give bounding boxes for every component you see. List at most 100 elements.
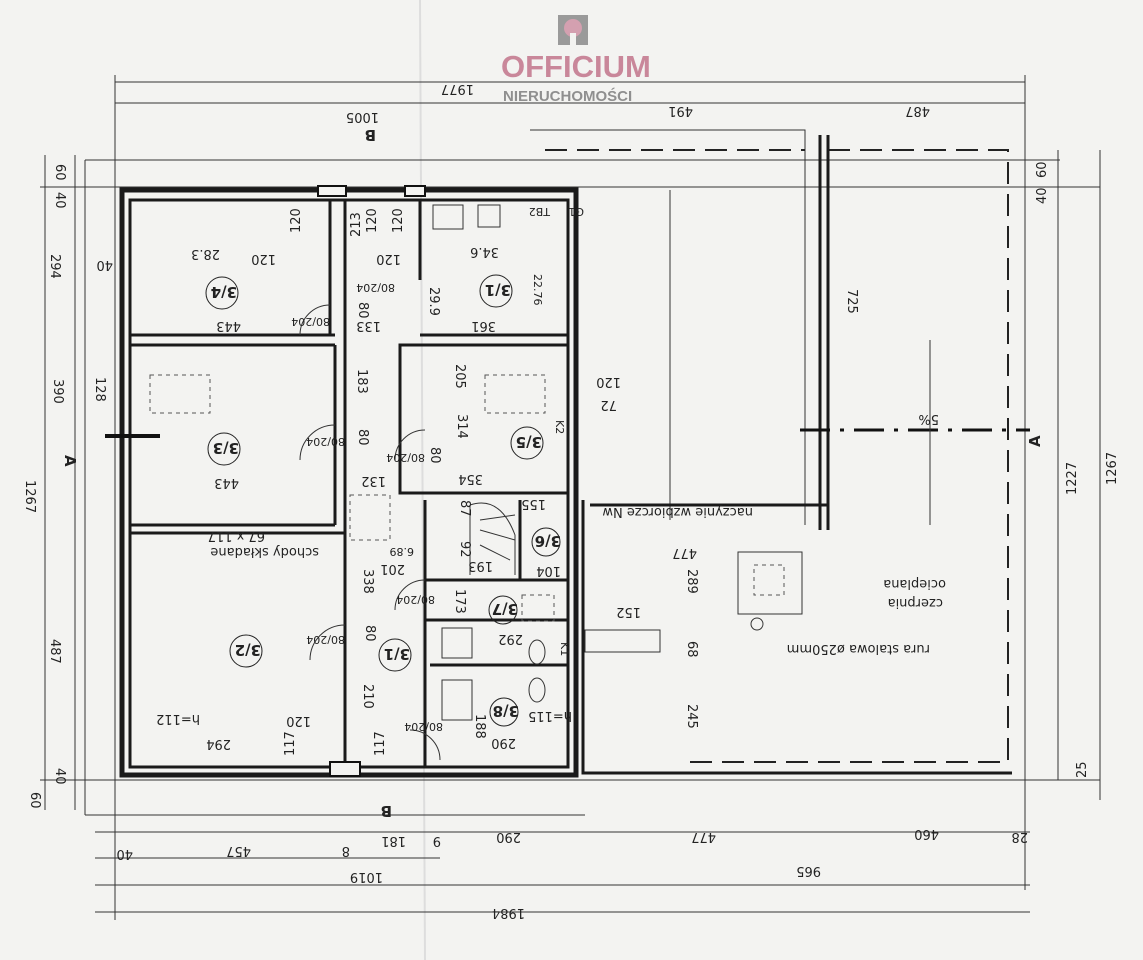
- dim-bottom-477: 477: [691, 829, 716, 844]
- logo-name: OFFICIUM: [501, 49, 651, 84]
- skylight-icon: [521, 594, 555, 622]
- dim-117: 117: [283, 731, 298, 756]
- note-stairs-height: 6.89: [390, 545, 415, 558]
- dim-bottom-8: 8: [342, 843, 350, 858]
- note-height-115: h=115: [528, 708, 572, 723]
- dim-40: 40: [96, 257, 113, 272]
- dim-top-right: 487: [905, 103, 930, 118]
- dim-left-60-top: 60: [52, 164, 67, 181]
- dim-80: 80: [362, 625, 377, 642]
- door-label: 80/204: [306, 633, 345, 646]
- dim-left-40-top: 40: [52, 192, 67, 209]
- door-label: 80/204: [356, 281, 395, 294]
- dim-left-1267: 1267: [22, 480, 37, 513]
- dim-top-left: 1005: [346, 109, 379, 124]
- bathtub-icon: [441, 679, 473, 721]
- note-g1: G1: [568, 205, 584, 218]
- note-height-112: h=112: [156, 711, 200, 726]
- note-air-intake: czerpnia: [888, 595, 943, 610]
- note-slope: 5%: [918, 411, 939, 426]
- door-swings: [299, 304, 441, 761]
- room-label-3-1-lower: 3/1: [384, 645, 410, 663]
- area-22-76: 22.76: [531, 274, 544, 306]
- area-labels: 28.3 34.6 29.9 22.76: [191, 244, 544, 316]
- dim-173: 173: [452, 589, 467, 614]
- dim-152: 152: [616, 604, 641, 619]
- dim-120: 120: [376, 251, 401, 266]
- room-label-3-5: 3/5: [516, 433, 542, 451]
- dim-120: 120: [596, 374, 621, 389]
- section-b-top: B: [365, 126, 376, 144]
- dim-bottom-1984: 1984: [492, 905, 525, 920]
- area-29-9: 29.9: [426, 287, 441, 316]
- dim-bottom-181: 181: [381, 833, 406, 848]
- dim-132: 132: [361, 473, 386, 488]
- door-label: 80/204: [291, 315, 330, 328]
- skylight-icon: [149, 374, 211, 414]
- dim-87: 87: [457, 500, 472, 517]
- stove-icon: [432, 204, 464, 230]
- notes: schody składane 67 x 117 6.89 naczynie w…: [156, 205, 946, 726]
- dim-183: 183: [354, 369, 369, 394]
- dim-338: 338: [360, 569, 375, 594]
- section-markers: A A B B: [61, 126, 1044, 820]
- dim-80: 80: [355, 429, 370, 446]
- note-k1: K1: [558, 642, 571, 656]
- dim-205: 205: [452, 364, 467, 389]
- logo-subtitle: NIERUCHOMOŚCI: [503, 87, 632, 105]
- dim-bottom-40: 40: [116, 846, 133, 861]
- room-label-3-7: 3/7: [492, 600, 518, 618]
- dim-120: 120: [286, 713, 311, 728]
- officium-logo: OFFICIUM NIERUCHOMOŚCI: [501, 15, 651, 105]
- dimension-labels: 1977 1005 491 487 60 40 294 390 1267 487…: [22, 81, 1120, 920]
- dim-bottom-1019: 1019: [350, 869, 383, 884]
- toilet-icon: [528, 639, 546, 665]
- door-label: 80/204: [404, 720, 443, 733]
- note-expansion-tank: naczynie wzbiorcze Nw: [602, 504, 753, 519]
- dim-bottom-965: 965: [796, 863, 821, 878]
- dim-right-40: 40: [1035, 187, 1050, 204]
- dimension-lines: [40, 75, 1101, 920]
- dim-80: 80: [427, 447, 442, 464]
- fixtures: [149, 204, 661, 721]
- dim-120: 120: [251, 251, 276, 266]
- dim-314: 314: [454, 414, 469, 439]
- dim-188: 188: [472, 714, 487, 739]
- dim-290-inner: 290: [491, 735, 516, 750]
- dim-top-total: 1977: [441, 81, 474, 96]
- washbasin-icon: [441, 627, 473, 659]
- sink-icon: [477, 204, 501, 228]
- room-label-3-2: 3/2: [235, 641, 261, 659]
- dim-128: 128: [92, 377, 107, 402]
- dim-289: 289: [684, 569, 699, 594]
- note-insulated: ocieplana: [883, 576, 946, 591]
- dim-bottom-460: 460: [914, 826, 939, 841]
- dim-left-294: 294: [47, 254, 62, 279]
- door-labels: 80/204 80/204 80/204 80/204 80/204 80/20…: [291, 281, 443, 733]
- toilet-icon: [528, 677, 546, 703]
- dim-left-60-bottom: 60: [27, 792, 42, 809]
- room-label-3-1-upper: 3/1: [485, 281, 511, 299]
- dim-right-60: 60: [1035, 161, 1050, 178]
- area-3-1: 34.6: [470, 244, 499, 259]
- dim-443-upper: 443: [216, 318, 241, 333]
- dim-120: 120: [365, 208, 380, 233]
- dim-right-1227: 1227: [1065, 462, 1080, 495]
- dim-117: 117: [373, 731, 388, 756]
- dim-72: 72: [600, 397, 617, 412]
- note-tb2: TB2: [529, 205, 551, 218]
- dim-725: 725: [844, 289, 859, 314]
- note-stairs: schody składane: [210, 544, 319, 559]
- dim-left-487: 487: [47, 639, 62, 664]
- skylight-icon: [484, 374, 546, 414]
- dim-193: 193: [468, 558, 493, 573]
- dim-104: 104: [536, 563, 561, 578]
- door-label: 80/204: [396, 593, 435, 606]
- door-label: 80/204: [386, 451, 425, 464]
- dim-245: 245: [684, 704, 699, 729]
- dim-292: 292: [498, 631, 523, 646]
- dim-213: 213: [349, 212, 364, 237]
- room-label-3-3: 3/3: [213, 439, 239, 457]
- dim-201: 201: [380, 561, 405, 576]
